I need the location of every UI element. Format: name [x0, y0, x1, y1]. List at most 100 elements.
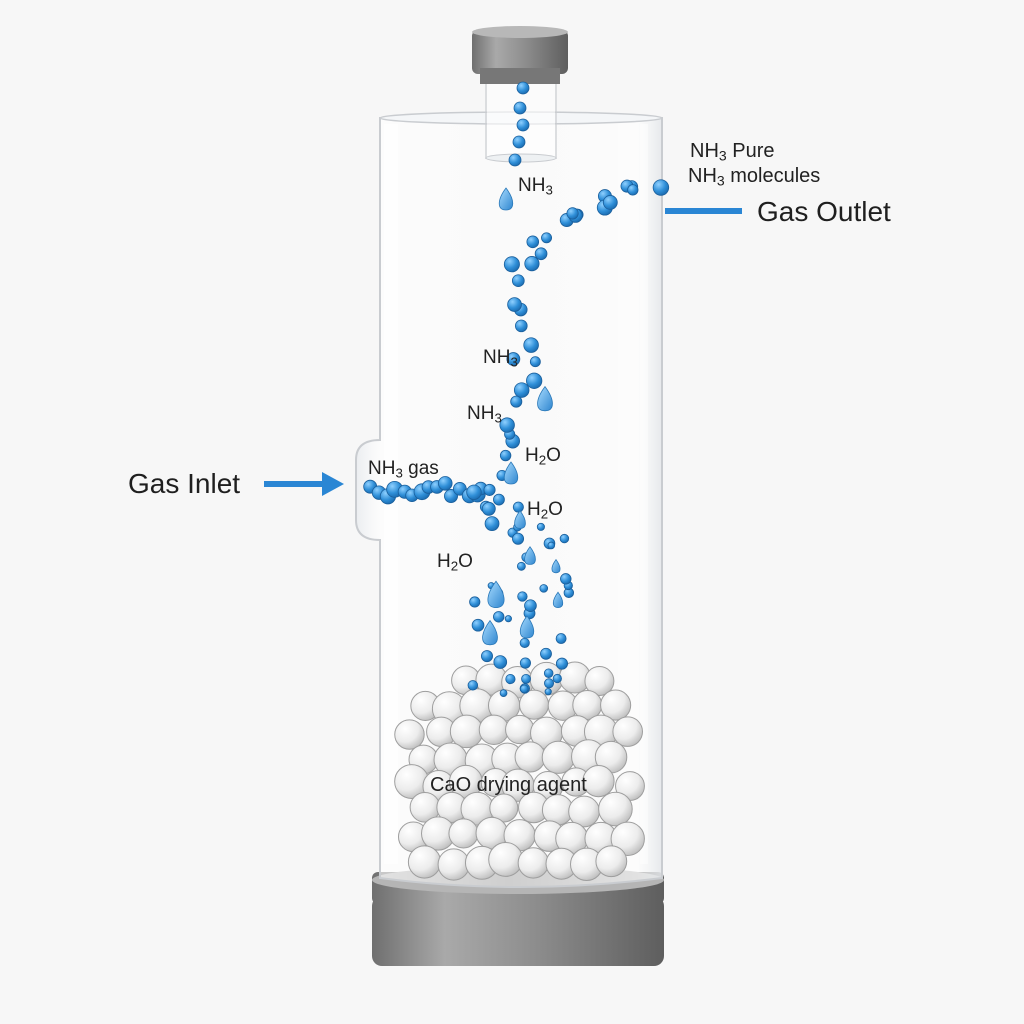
water-droplet — [551, 558, 561, 574]
h2o-label-1: H2O — [525, 445, 561, 468]
nh3-molecule — [555, 633, 567, 644]
nh3-molecule — [513, 382, 530, 398]
gas-outlet-label: Gas Outlet — [757, 196, 891, 227]
nh3-molecule — [524, 256, 540, 272]
nh3-molecule — [504, 615, 512, 623]
cao-drying-agent-label: CaO drying agent — [430, 774, 587, 796]
nh3-molecule — [519, 657, 531, 669]
nh3-molecule — [559, 533, 570, 544]
cao-bead — [448, 818, 479, 849]
cao-bead — [407, 845, 442, 879]
nh3-molecule — [510, 395, 523, 408]
water-droplet — [482, 619, 498, 646]
cao-bead — [541, 740, 575, 774]
cao-bead — [600, 689, 632, 721]
nh3-molecule — [543, 668, 554, 678]
nh3-molecule — [552, 673, 562, 684]
nh3-molecule — [523, 337, 539, 353]
nh3-molecule — [547, 541, 556, 550]
nh3-molecule — [493, 611, 505, 623]
cao-bead — [449, 714, 484, 749]
nh3-molecule — [499, 449, 512, 462]
nh3-molecule — [539, 584, 549, 593]
nh3-molecule — [519, 637, 530, 648]
cao-bead-bed — [394, 661, 645, 881]
nh3-molecule — [511, 274, 525, 288]
water-droplet — [524, 546, 536, 565]
cao-bead — [488, 842, 524, 877]
nh3-molecule — [503, 256, 520, 273]
nh3-molecule — [652, 179, 670, 196]
cao-bead — [582, 765, 615, 798]
nh3-molecule — [471, 618, 485, 632]
cao-bead — [519, 689, 550, 720]
nh3-molecule — [544, 678, 555, 689]
water-droplet — [498, 187, 514, 211]
nh3-molecule — [516, 561, 526, 571]
nh3-molecule — [534, 247, 548, 261]
cao-bead — [505, 714, 535, 745]
nh3-molecule — [508, 153, 522, 167]
nh3-gas-label: NH3 gas — [368, 458, 439, 481]
nh3-molecule — [469, 596, 481, 608]
cao-bead — [517, 847, 550, 879]
nh3-molecule — [438, 476, 453, 491]
water-droplets — [482, 187, 564, 646]
nh3-molecule — [505, 674, 516, 685]
water-droplet — [552, 591, 564, 609]
gas-inlet-label: Gas Inlet — [128, 468, 241, 499]
water-droplet — [537, 385, 553, 412]
nh3-pure-label: NH3 Pure — [690, 140, 775, 164]
nh3-molecule — [521, 673, 531, 684]
cao-bead — [595, 845, 628, 878]
nh3-molecule — [466, 484, 482, 500]
water-droplet — [519, 615, 535, 639]
nh3-molecule — [493, 493, 505, 506]
nh3-molecule — [483, 483, 496, 496]
nh3-molecule — [541, 232, 553, 244]
nh3-molecule — [566, 207, 579, 220]
nh3-molecule — [540, 647, 552, 660]
h2o-label-3: H2O — [437, 551, 473, 574]
top-cap — [472, 26, 568, 84]
cao-bead — [612, 716, 643, 747]
cao-bead — [478, 714, 510, 745]
nh3-molecule — [526, 235, 540, 249]
nh3-top-label: NH3 — [518, 175, 553, 198]
cao-bead — [584, 666, 615, 697]
nh3-molecule — [507, 297, 522, 312]
nh3-molecule — [512, 501, 524, 513]
nh3-molecule — [484, 516, 500, 531]
nh3-molecule — [524, 599, 537, 613]
cao-bead — [514, 741, 546, 773]
nh3-molecule — [517, 591, 528, 602]
nh3-mid-label-2: NH3 — [467, 403, 502, 426]
nh3-molecule — [467, 680, 479, 691]
nh3-molecule — [516, 118, 530, 132]
nh3-molecule — [516, 81, 530, 95]
cao-bead — [437, 848, 470, 881]
nh3-molecule — [513, 101, 527, 115]
nh3-molecule — [536, 522, 545, 531]
water-droplet — [503, 461, 519, 485]
nh3-molecule — [555, 657, 568, 670]
cao-bead — [489, 793, 519, 823]
cao-bead — [598, 791, 633, 827]
h2o-label-2: H2O — [527, 499, 563, 522]
nh3-molecule — [526, 372, 543, 389]
cao-bead — [394, 719, 425, 750]
gas-inlet-arrow — [264, 472, 344, 496]
nh3-molecule — [481, 650, 493, 663]
water-droplet — [487, 580, 505, 609]
water-droplet — [514, 510, 526, 529]
nh3-molecule — [512, 135, 526, 149]
nh3-molecule — [481, 501, 496, 516]
nh3-molecule — [506, 352, 521, 366]
nh3-molecule — [493, 655, 508, 669]
nh3-molecule — [602, 195, 618, 210]
nh3-molecule — [627, 184, 639, 196]
nh3-molecule — [499, 689, 508, 697]
nh3-molecule — [519, 684, 529, 694]
